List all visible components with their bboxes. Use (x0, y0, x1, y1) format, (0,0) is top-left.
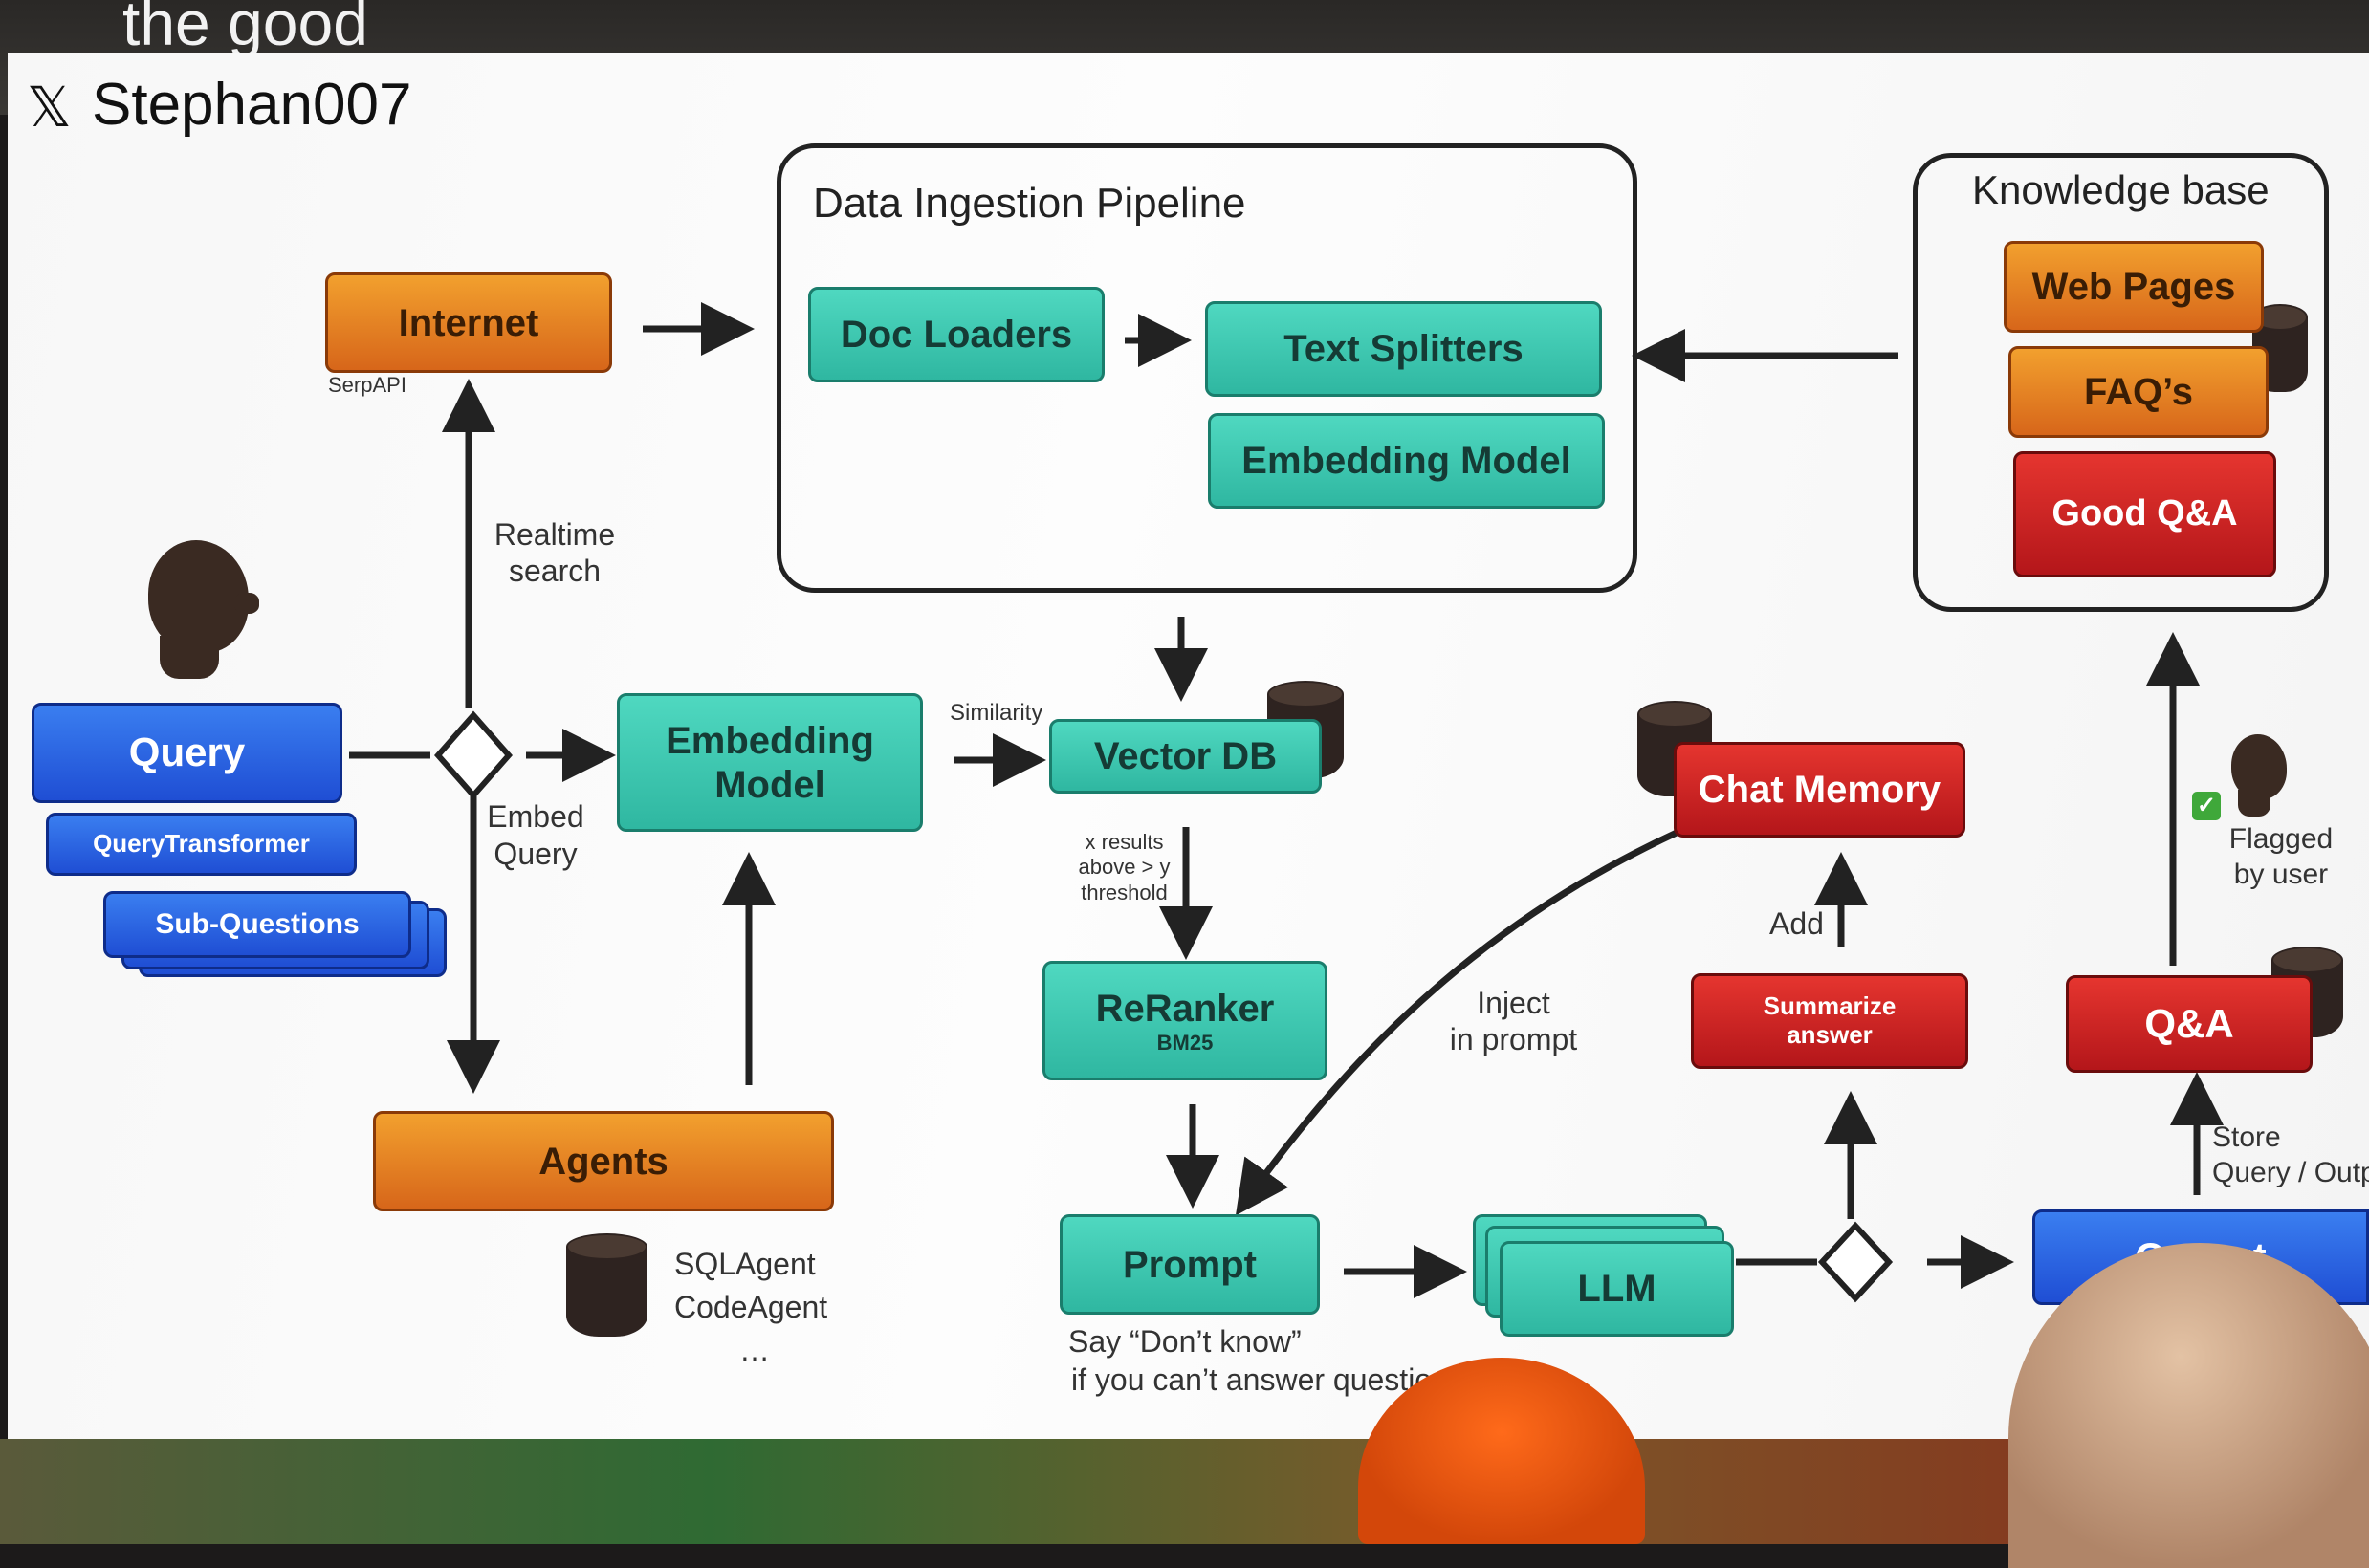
embedding-model-line-1: Embedding (666, 719, 874, 762)
good-qa-box[interactable]: Good Q&A (2013, 451, 2276, 577)
agents-line-2: CodeAgent (674, 1289, 828, 1324)
agents-database-icon (566, 1233, 647, 1337)
realtime-search-label: Realtime search (483, 516, 626, 590)
flagging-user-head-icon (2226, 734, 2295, 817)
web-pages-box[interactable]: Web Pages (2004, 241, 2264, 333)
flagged-line-1: Flagged (2228, 823, 2334, 855)
prompt-box[interactable]: Prompt (1060, 1214, 1320, 1315)
serpapi-label: SerpAPI (328, 373, 406, 397)
audience-head (2008, 1243, 2369, 1568)
agents-line-1: SQLAgent (674, 1247, 816, 1281)
realtime-line-1: Realtime (494, 517, 616, 552)
add-label: Add (1769, 906, 1824, 941)
threshold-label: x results above > y threshold (1060, 830, 1189, 905)
author-handle: Stephan007 (92, 72, 412, 138)
threshold-line-3: threshold (1081, 880, 1168, 904)
pipeline-title: Data Ingestion Pipeline (813, 180, 1246, 227)
faqs-box[interactable]: FAQ’s (2008, 346, 2269, 438)
checkmark-icon: ✓ (2192, 792, 2221, 820)
pipeline-embedding-model-box[interactable]: Embedding Model (1208, 413, 1605, 509)
flagged-line-2: by user (2233, 858, 2329, 890)
arrow-memory-to-prompt (1235, 828, 1680, 1216)
reranker-label: ReRanker (1095, 987, 1275, 1030)
embed-query-line-2: Query (494, 837, 578, 872)
inject-line-2: in prompt (1449, 1022, 1578, 1057)
store-line-1: Store (2212, 1122, 2281, 1153)
agents-line-3: … (739, 1332, 770, 1367)
prompt-note-1: Say “Don’t know” (1068, 1324, 1302, 1359)
caption-left: the good (122, 0, 368, 58)
stage-floor (0, 1439, 2369, 1544)
internet-box[interactable]: Internet (325, 272, 612, 373)
threshold-line-1: x results (1085, 830, 1164, 854)
summarize-answer-box[interactable]: Summarize answer (1691, 973, 1968, 1069)
qa-box[interactable]: Q&A (2066, 975, 2313, 1073)
knowledge-base-title: Knowledge base (1972, 167, 2270, 212)
query-box[interactable]: Query (32, 703, 342, 803)
reranker-sub: BM25 (1156, 1030, 1214, 1055)
embedding-model-line-2: Model (714, 763, 825, 806)
summarize-line-2: answer (1787, 1020, 1873, 1049)
summarize-line-1: Summarize (1763, 991, 1897, 1021)
agents-box[interactable]: Agents (373, 1111, 834, 1211)
sub-questions-box[interactable]: Sub-Questions (103, 891, 411, 958)
reranker-box[interactable]: ReRanker BM25 (1042, 961, 1327, 1080)
similarity-label: Similarity (950, 700, 1043, 726)
decision-diamond-right (1817, 1221, 1894, 1303)
inject-line-1: Inject (1477, 986, 1550, 1020)
ingestion-pipeline-frame (777, 143, 1637, 593)
embedding-model-box[interactable]: Embedding Model (617, 693, 923, 832)
threshold-line-2: above > y (1078, 855, 1171, 880)
text-splitters-box[interactable]: Text Splitters (1205, 301, 1602, 397)
decision-diamond-left (434, 710, 513, 800)
flagged-label: Flagged by user (2209, 822, 2353, 892)
embed-query-line-1: Embed (487, 799, 584, 834)
store-label: Store Query / Outp (2212, 1121, 2369, 1190)
embed-query-label: Embed Query (469, 798, 603, 873)
store-line-2: Query / Outp (2212, 1156, 2369, 1188)
user-head-icon (139, 540, 268, 679)
prompt-note-2: if you can’t answer questio (1071, 1362, 1433, 1397)
chat-memory-box[interactable]: Chat Memory (1674, 742, 1965, 838)
x-logo-icon: 𝕏 (27, 76, 72, 139)
inject-label: Inject in prompt (1435, 985, 1592, 1058)
doc-loaders-box[interactable]: Doc Loaders (808, 287, 1105, 382)
knowledge-base-frame (1913, 153, 2329, 612)
query-transformer-box[interactable]: QueryTransformer (46, 813, 357, 876)
vector-db-box[interactable]: Vector DB (1049, 719, 1322, 794)
realtime-line-2: search (508, 554, 602, 589)
agents-list: SQLAgent CodeAgent … (674, 1243, 827, 1371)
llm-box[interactable]: LLM (1500, 1241, 1734, 1337)
